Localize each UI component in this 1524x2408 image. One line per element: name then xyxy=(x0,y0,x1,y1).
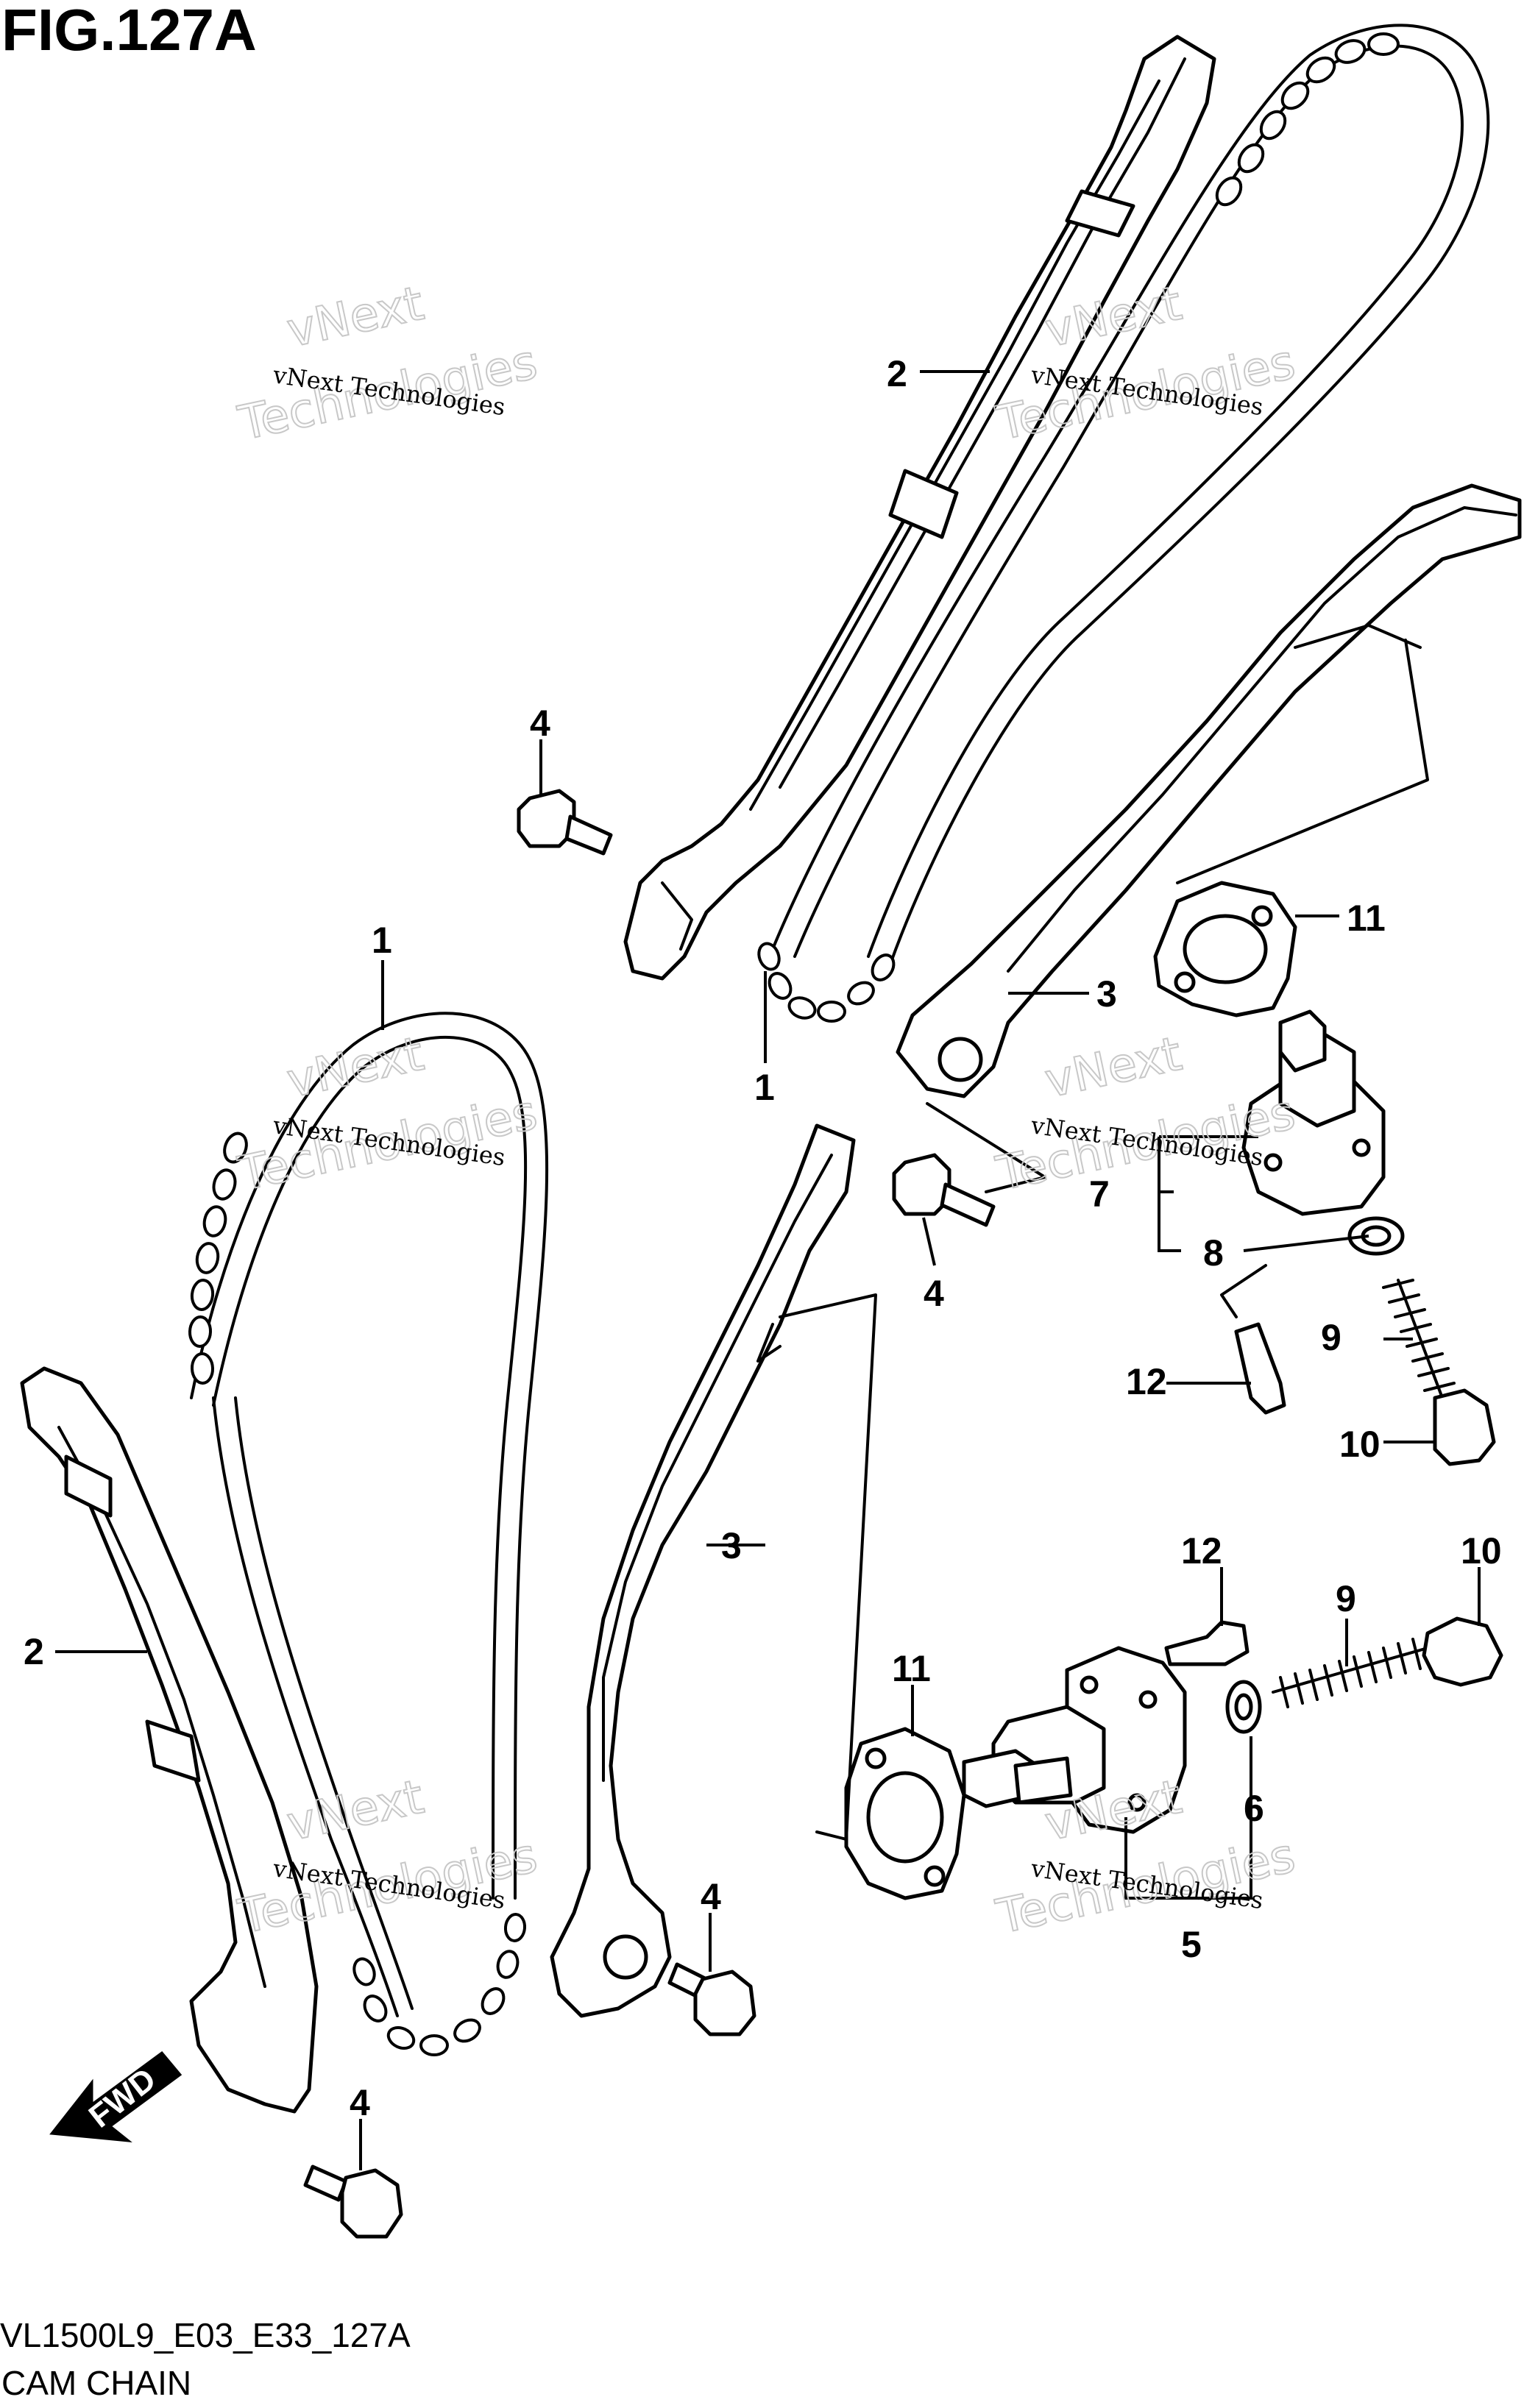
callout-top-chain: 1 xyxy=(754,1067,775,1108)
top-small-bolt[interactable] xyxy=(1234,1322,1286,1415)
callout-top-gasket: 11 xyxy=(1347,898,1386,939)
svg-text:vNext: vNext xyxy=(283,277,428,358)
bottom-explode-line xyxy=(779,1293,877,1841)
callout-bottom-washer: 6 xyxy=(1244,1788,1264,1829)
figure-title: FIG.127A xyxy=(1,0,257,63)
svg-text:vNext: vNext xyxy=(283,1770,428,1852)
bottom-chain-links-lower xyxy=(352,1913,527,2056)
callout-bottom-bolt-guide: 4 xyxy=(350,2082,370,2123)
callout-bottom-bolt-arm: 4 xyxy=(701,1876,721,1917)
callout-bottom-tensioner-arm: 3 xyxy=(721,1525,742,1566)
callout-bottom-spring: 9 xyxy=(1336,1578,1356,1619)
bottom-screw-cap[interactable] xyxy=(1422,1616,1503,1687)
top-tensioner[interactable] xyxy=(1241,1009,1386,1216)
top-chain-links-lower xyxy=(757,942,896,1023)
bottom-tensioner[interactable] xyxy=(962,1646,1187,1834)
top-explode-line xyxy=(1176,639,1429,884)
top-bolt-guide[interactable] xyxy=(517,789,613,856)
bottom-bolt-guide[interactable] xyxy=(303,2164,403,2239)
callout-top-screw-cap: 10 xyxy=(1339,1424,1381,1465)
top-chain-guide[interactable] xyxy=(623,35,1216,981)
top-washer[interactable] xyxy=(1347,1216,1405,1256)
callout-top-bolt-arm: 4 xyxy=(924,1273,944,1314)
bottom-spring[interactable] xyxy=(1272,1638,1429,1708)
callout-bottom-tensioner: 5 xyxy=(1181,1924,1202,1965)
callout-bottom-chain: 1 xyxy=(372,920,392,961)
callout-bottom-screw-cap: 10 xyxy=(1461,1530,1502,1571)
callout-bottom-gasket: 11 xyxy=(892,1648,931,1689)
callout-top-tensioner: 7 xyxy=(1089,1173,1110,1215)
top-chain-links-upper xyxy=(1215,32,1400,207)
figure-name: CAM CHAIN xyxy=(1,2364,191,2402)
svg-text:vNext: vNext xyxy=(1041,1027,1186,1109)
bottom-bolt-arm[interactable] xyxy=(667,1962,756,2036)
callout-top-bolt-guide: 4 xyxy=(530,703,550,744)
callout-top-spring: 9 xyxy=(1321,1317,1342,1358)
callout-top-chain-guide: 2 xyxy=(887,353,907,394)
top-cam-chain[interactable] xyxy=(756,24,1490,1023)
top-tensioner-arm[interactable] xyxy=(896,483,1522,1098)
bottom-chain-links-left xyxy=(188,1132,248,1385)
svg-text:vNext: vNext xyxy=(283,1027,428,1109)
callout-bottom-chain-guide: 2 xyxy=(24,1631,44,1672)
bottom-chain-guide[interactable] xyxy=(20,1366,319,2114)
callout-top-small-bolt: 12 xyxy=(1126,1361,1167,1402)
watermark-1: vNext Technologies vNext Technologies xyxy=(233,276,543,452)
figure-code: VL1500L9_E03_E33_127A xyxy=(0,2316,411,2354)
bottom-tensioner-arm[interactable] xyxy=(550,1123,856,2018)
callout-top-tensioner-arm: 3 xyxy=(1096,973,1117,1015)
bottom-small-bolt[interactable] xyxy=(1164,1620,1250,1666)
callout-top-washer: 8 xyxy=(1203,1232,1224,1274)
top-gasket[interactable] xyxy=(1153,881,1297,1017)
callout-bottom-small-bolt: 12 xyxy=(1181,1530,1222,1571)
top-bolt-arm[interactable] xyxy=(892,1153,996,1227)
top-spring[interactable] xyxy=(1382,1279,1456,1399)
top-explode-line-2 xyxy=(1220,1264,1267,1318)
top-screw-cap[interactable] xyxy=(1433,1388,1496,1466)
bottom-cam-chain[interactable] xyxy=(188,1012,549,2056)
bottom-gasket[interactable] xyxy=(844,1727,966,1900)
watermark-5: vNext Technologies vNext Technologies xyxy=(233,1769,543,1946)
fwd-arrow: FWD xyxy=(49,2050,182,2142)
top-explode-line-3 xyxy=(926,1102,1046,1193)
leader-lines xyxy=(55,370,1481,2170)
bottom-washer[interactable] xyxy=(1225,1680,1262,1734)
